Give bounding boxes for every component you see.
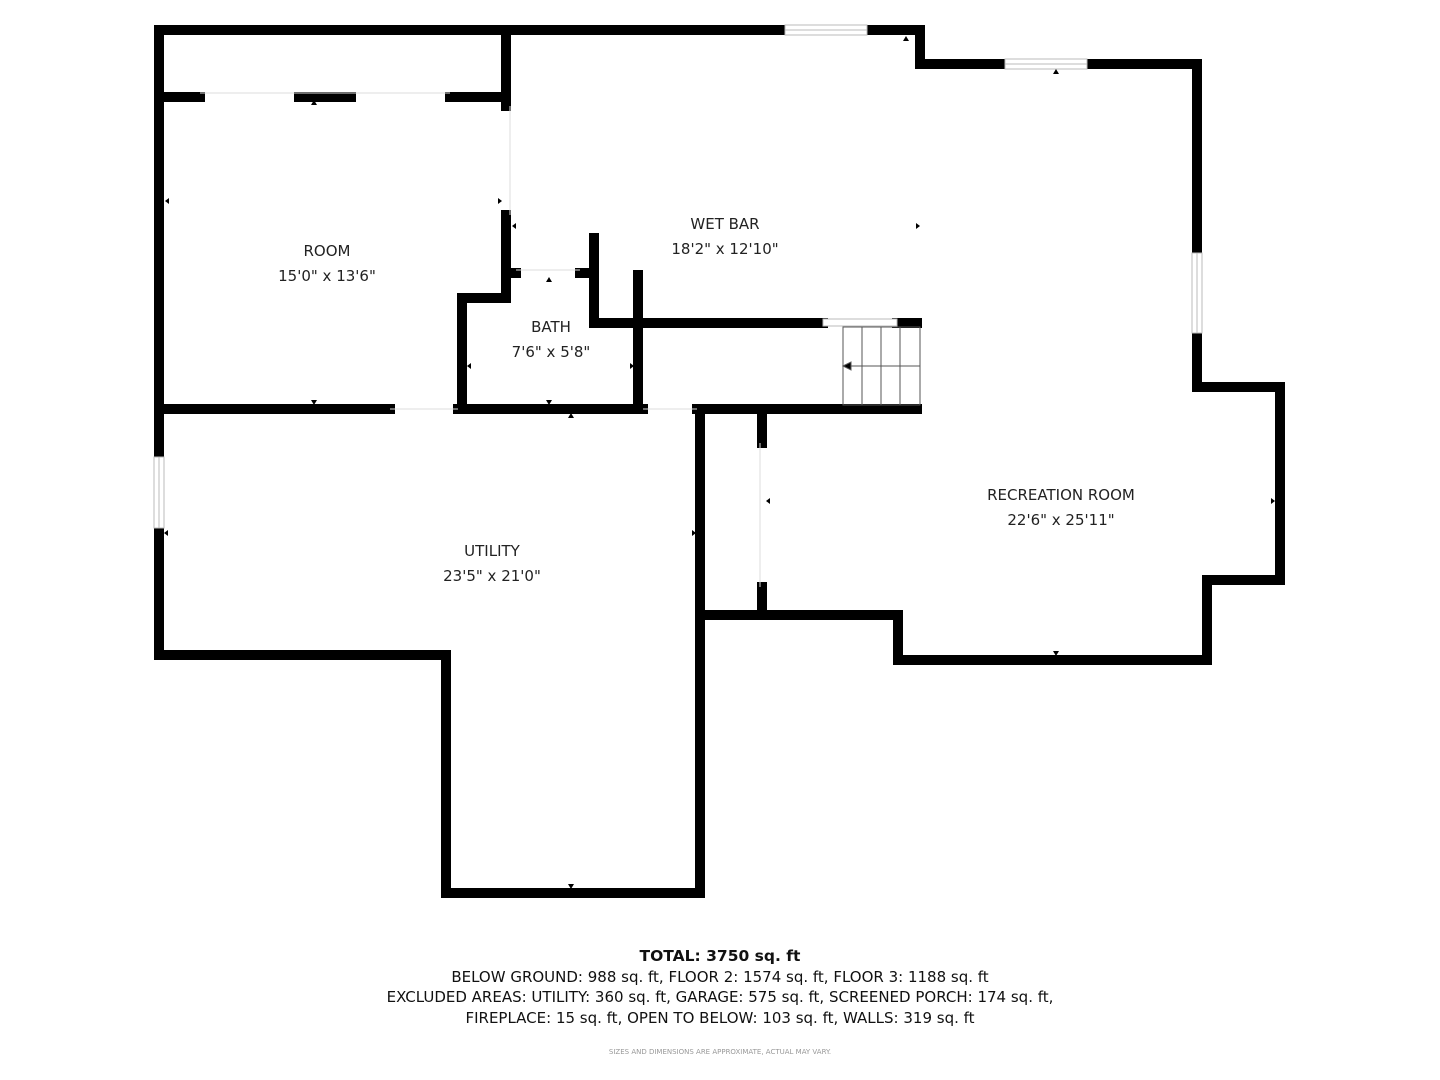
room-dims: 22'6" x 25'11" xyxy=(1007,511,1115,529)
room-label-recreation-room: RECREATION ROOM 22'6" x 25'11" xyxy=(987,483,1135,533)
room-label-room: ROOM 15'0" x 13'6" xyxy=(278,239,376,289)
disclaimer: SIZES AND DIMENSIONS ARE APPROXIMATE, AC… xyxy=(608,1048,832,1056)
room-label-utility: UTILITY 23'5" x 21'0" xyxy=(443,539,541,589)
room-dims: 23'5" x 21'0" xyxy=(443,567,541,585)
summary-line: EXCLUDED AREAS: UTILITY: 360 sq. ft, GAR… xyxy=(386,988,1054,1006)
summary-line: FIREPLACE: 15 sq. ft, OPEN TO BELOW: 103… xyxy=(465,1008,975,1027)
area-summary: TOTAL: 3750 sq. ft BELOW GROUND: 988 sq.… xyxy=(0,946,1440,1063)
room-name: UTILITY xyxy=(464,542,520,560)
openings xyxy=(200,92,761,587)
room-name: ROOM xyxy=(303,242,351,260)
room-name: WET BAR xyxy=(690,215,760,233)
room-dims: 7'6" x 5'8" xyxy=(511,343,591,361)
walls xyxy=(154,25,1285,898)
room-label-wet-bar: WET BAR 18'2" x 12'10" xyxy=(671,212,778,262)
summary-line: BELOW GROUND: 988 sq. ft, FLOOR 2: 1574 … xyxy=(451,967,989,986)
room-dims: 15'0" x 13'6" xyxy=(278,267,376,285)
total-area: TOTAL: 3750 sq. ft xyxy=(639,947,801,965)
room-name: RECREATION ROOM xyxy=(987,486,1135,504)
room-label-bath: BATH 7'6" x 5'8" xyxy=(512,315,591,365)
dimension-markers xyxy=(164,36,1275,889)
windows xyxy=(153,24,1203,529)
room-name: BATH xyxy=(531,318,571,336)
stairs xyxy=(841,326,921,406)
room-dims: 18'2" x 12'10" xyxy=(671,240,779,258)
